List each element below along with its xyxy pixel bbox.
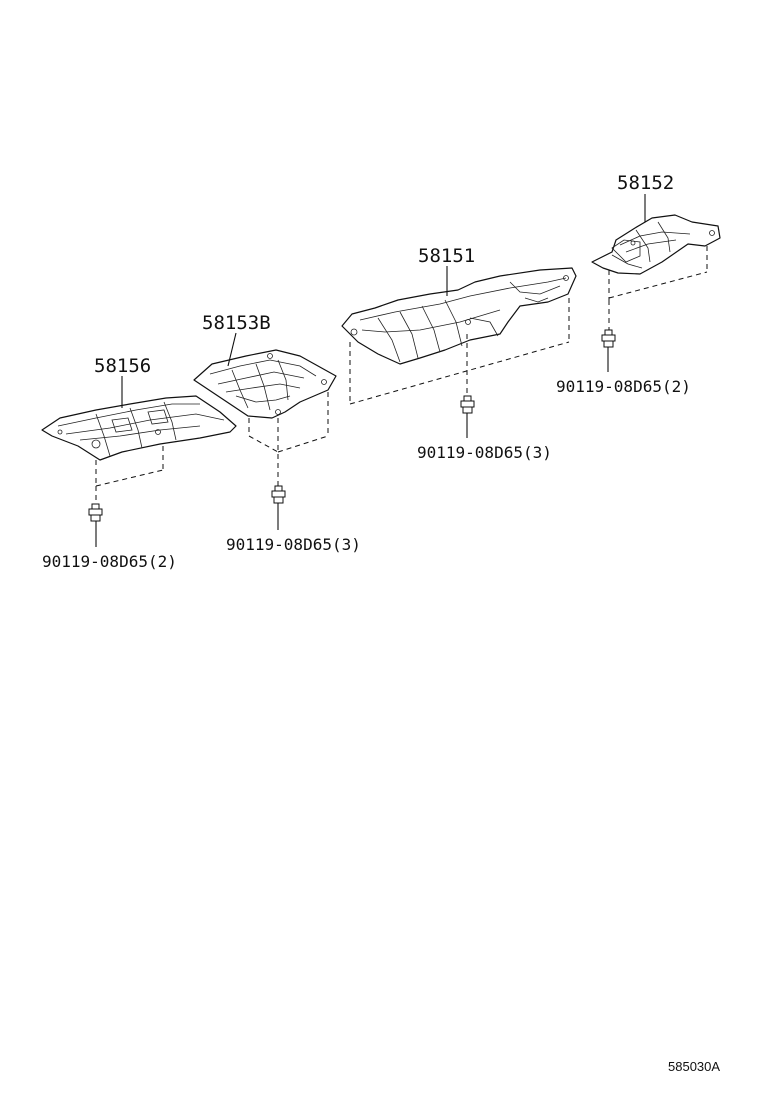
part-58151-shield[interactable]: [341, 267, 577, 365]
label-bolt-58156: 90119-08D65(2): [42, 552, 177, 571]
label-bolt-58151: 90119-08D65(3): [417, 443, 552, 462]
bolt-58153b: [271, 485, 286, 504]
leader-58153b: [227, 332, 237, 367]
dash-58153b-front: [248, 435, 279, 453]
diagram-reference-code: 585030A: [668, 1059, 720, 1074]
label-58153b: 58153B: [202, 312, 271, 334]
label-58151: 58151: [418, 245, 475, 267]
part-58153b-shield[interactable]: [193, 349, 337, 419]
label-58152: 58152: [617, 172, 674, 194]
bolt-58156: [88, 503, 103, 522]
label-58156: 58156: [94, 355, 151, 377]
part-58156-cover[interactable]: [41, 395, 237, 461]
dash-58151-bottom: [349, 341, 570, 405]
dash-58156-bottom: [95, 469, 164, 487]
dash-58153b-back: [277, 435, 329, 453]
label-bolt-58153b: 90119-08D65(3): [226, 535, 361, 554]
dash-58152-bottom: [608, 271, 708, 299]
label-bolt-58152: 90119-08D65(2): [556, 377, 691, 396]
part-58152-shield[interactable]: [591, 214, 721, 275]
bolt-58151: [460, 395, 475, 414]
bolt-58152: [601, 329, 616, 348]
